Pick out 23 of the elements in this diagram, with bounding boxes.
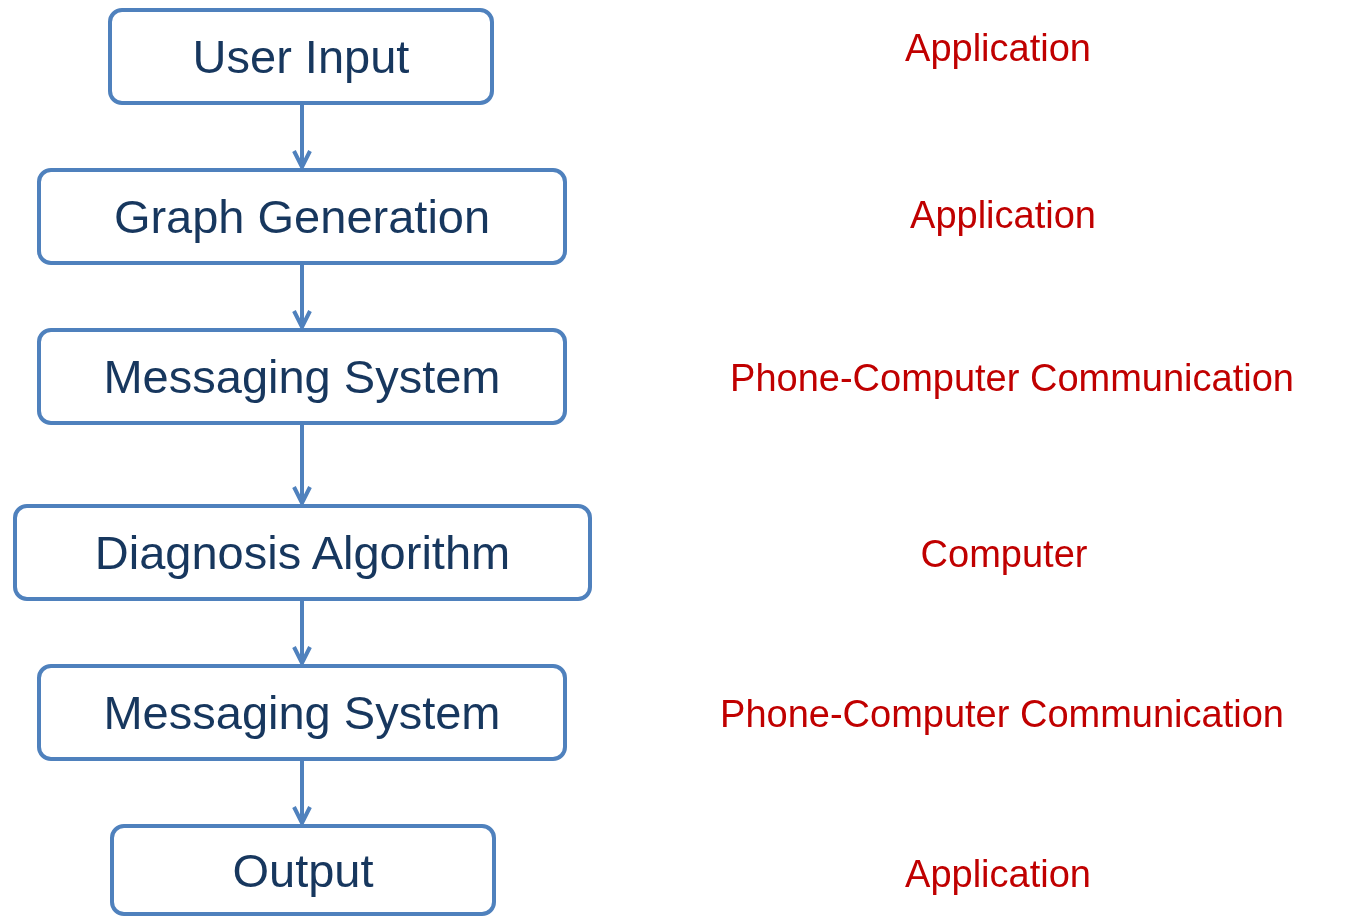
arrow <box>292 265 312 329</box>
arrow <box>292 601 312 665</box>
arrow <box>292 761 312 825</box>
annotation: Application <box>905 852 1091 896</box>
process-box <box>13 504 592 601</box>
process-box <box>37 328 567 425</box>
annotation: Computer <box>920 532 1088 576</box>
box-label: Output <box>232 842 374 898</box>
annotation: Application <box>905 26 1091 70</box>
annotation: Phone-Computer Communication <box>730 356 1294 400</box>
box-label: Graph Generation <box>113 189 491 244</box>
box-label: Diagnosis Algorithm <box>94 525 511 580</box>
process-box <box>108 8 494 105</box>
arrow <box>292 425 312 505</box>
box-label: User Input <box>192 29 410 84</box>
arrow <box>292 105 312 169</box>
annotation: Phone-Computer Communication <box>720 692 1284 736</box>
process-box <box>110 824 496 916</box>
box-label: Messaging System <box>103 349 501 404</box>
process-box <box>37 664 567 761</box>
process-box <box>37 168 567 265</box>
annotation: Application <box>910 193 1096 237</box>
box-label: Messaging System <box>103 685 501 740</box>
